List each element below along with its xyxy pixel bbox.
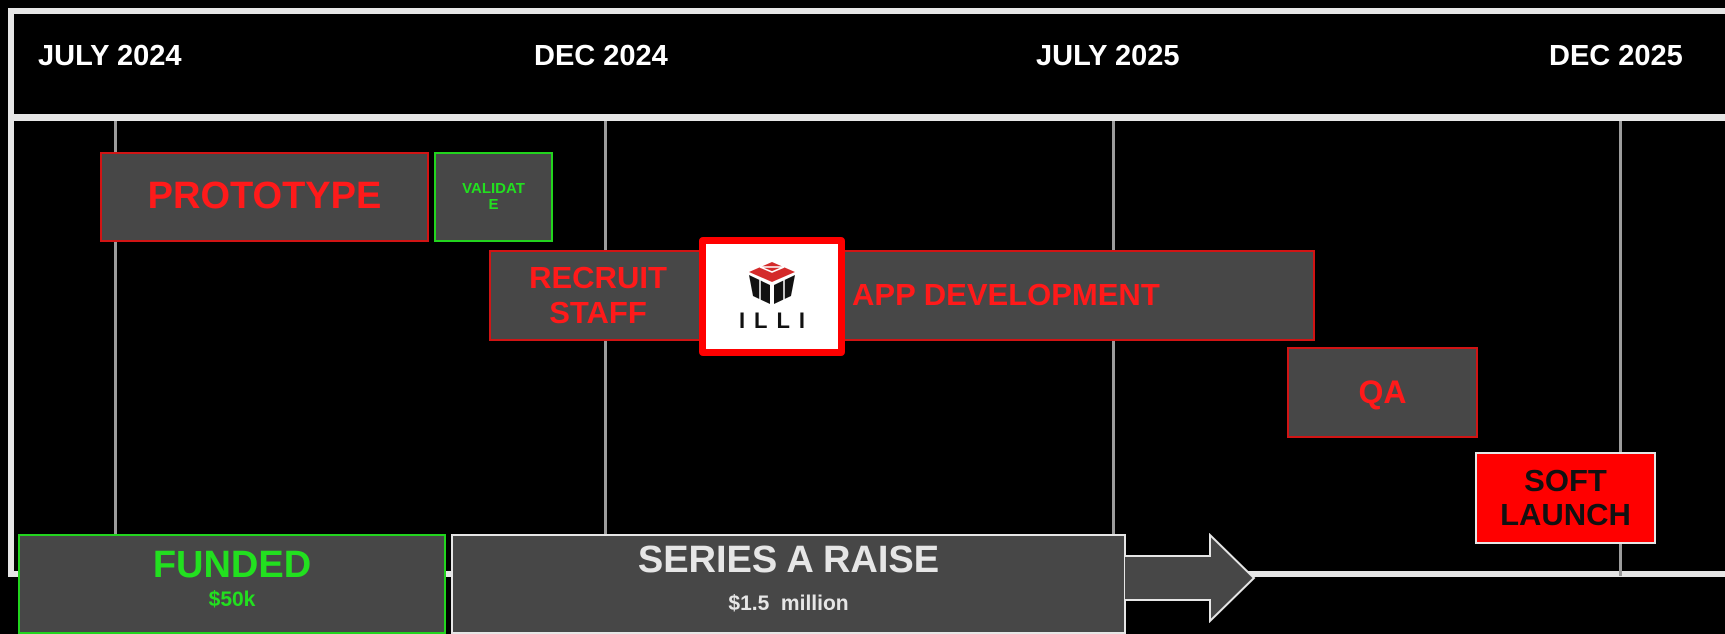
funded-box: FUNDED $50k: [18, 534, 446, 634]
funded-title: FUNDED: [152, 544, 312, 586]
arrow-right-icon: [1124, 533, 1256, 623]
cube-logo-icon: [749, 261, 795, 304]
phase-soft-launch: SOFT LAUNCH: [1475, 452, 1656, 544]
phase-prototype: PROTOTYPE: [100, 152, 429, 242]
date-label-dec-2025: DEC 2025: [1549, 40, 1683, 72]
illi-logo: ILLI: [699, 237, 845, 356]
tick-line-dec-2025: [1619, 121, 1622, 576]
tick-line-july-2024: [114, 121, 117, 536]
phase-qa: QA: [1287, 347, 1478, 438]
series-a-title: SERIES A RAISE: [637, 539, 940, 581]
header-divider: [8, 114, 1725, 121]
series-a-amount: $1.5 million: [728, 592, 849, 615]
date-label-july-2024: JULY 2024: [38, 40, 182, 72]
logo-wordmark: ILLI: [738, 307, 815, 333]
phase-validate: VALIDAT E: [434, 152, 553, 242]
phase-recruit-staff: RECRUIT STAFF: [529, 260, 667, 330]
phase-app-development: APP DEVELOPMENT: [852, 277, 1160, 313]
date-label-july-2025: JULY 2025: [1036, 40, 1180, 72]
phase-recruit-appdev-bar: RECRUIT STAFF APP DEVELOPMENT: [489, 250, 1315, 341]
date-label-dec-2024: DEC 2024: [534, 40, 668, 72]
funded-amount: $50k: [208, 588, 256, 611]
series-a-box: SERIES A RAISE $1.5 million: [451, 534, 1126, 634]
